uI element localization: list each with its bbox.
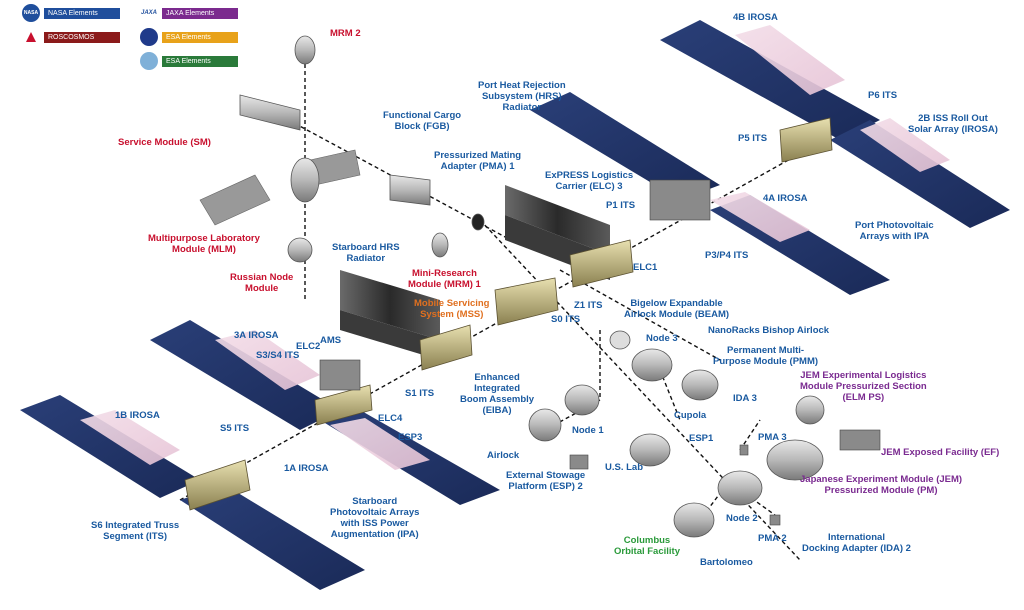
legend-esa-green: ESA Elements [140, 52, 238, 70]
legend-jaxa: JAXA JAXA Elements [140, 4, 238, 22]
solar-array-port-outer-1 [530, 92, 720, 200]
truss-segments [184, 117, 833, 511]
label-jem-pm: Japanese Experiment Module (JEM)Pressuri… [800, 474, 963, 496]
label-p1-its: P1 ITS [606, 200, 636, 211]
label-bartolomeo: Bartolomeo [700, 557, 753, 568]
label-esp3: ESP3 [398, 432, 423, 443]
label-p5-its: P5 ITS [738, 133, 768, 144]
nasa-logo-icon: NASA [22, 4, 40, 22]
label-jem-ef: JEM Exposed Facility (EF) [881, 447, 1000, 458]
label-pma2: PMA 2 [758, 533, 787, 544]
pressurized-modules [528, 330, 825, 538]
label-elc2: ELC2 [296, 341, 321, 352]
label-p3p4-its: P3/P4 ITS [705, 250, 749, 261]
label-p6-its: P6 ITS [868, 90, 898, 101]
label-esp1: ESP1 [689, 433, 714, 444]
solar-array-2b [830, 118, 1010, 228]
label-bishop: NanoRacks Bishop Airlock [708, 325, 830, 336]
label-mrm2: MRM 2 [330, 28, 361, 39]
small-parts [319, 179, 881, 526]
label-s0-its: S0 ITS [551, 314, 581, 325]
label-ams: AMS [320, 335, 342, 346]
legend-esa-label-2: ESA Elements [162, 55, 238, 67]
roscosmos-logo-icon [22, 28, 40, 46]
solar-array-1b [20, 395, 200, 498]
label-4b-irosa: 4B IROSA [733, 12, 778, 23]
solar-array-s6-lower [180, 485, 365, 590]
russian-modules [239, 35, 485, 263]
radiator-starboard-hrs [340, 270, 440, 360]
label-elc1: ELC1 [633, 262, 658, 273]
label-3a-irosa: 3A IROSA [234, 330, 279, 341]
label-us-lab: U.S. Lab [605, 462, 644, 473]
label-airlock: Airlock [487, 450, 520, 461]
legend-roscosmos: ROSCOSMOS Elements [22, 28, 120, 52]
solar-array-4a [710, 192, 890, 295]
label-ida3: IDA 3 [733, 393, 757, 404]
solar-array-3a [150, 320, 340, 430]
esa-e-logo-icon [140, 52, 158, 70]
label-cupola: Cupola [674, 410, 707, 421]
label-node3: Node 3 [646, 333, 678, 344]
label-z1-its: Z1 ITS [574, 300, 603, 311]
label-node1: Node 1 [572, 425, 604, 436]
legend-esa-label-1: ESA Elements [162, 31, 238, 43]
label-4a-irosa: 4A IROSA [763, 193, 808, 204]
jaxa-logo-icon: JAXA [140, 4, 158, 22]
legend-nasa-label: NASA Elements [44, 7, 120, 19]
label-1a-irosa: 1A IROSA [284, 463, 329, 474]
label-node2: Node 2 [726, 513, 758, 524]
label-s3s4-its: S3/S4 ITS [256, 350, 300, 361]
legend-nasa: NASA NASA Elements [22, 4, 120, 22]
label-s5-its: S5 ITS [220, 423, 250, 434]
russian-solar-panels [199, 149, 361, 226]
legend: NASA NASA Elements ROSCOSMOS Elements JA… [0, 0, 300, 70]
label-s1-its: S1 ITS [405, 388, 435, 399]
solar-array-1a [320, 410, 500, 505]
solar-array-4b [660, 20, 880, 140]
legend-esa-orange: ESA Elements [140, 28, 238, 46]
label-pmm: Permanent Multi-Purpose Module (PMM) [713, 345, 819, 367]
legend-jaxa-label: JAXA Elements [162, 7, 238, 19]
legend-roscosmos-label: ROSCOSMOS Elements [44, 31, 120, 52]
label-service-module: Service Module (SM) [118, 137, 211, 148]
label-1b-irosa: 1B IROSA [115, 410, 160, 421]
esa-logo-icon [140, 28, 158, 46]
label-pma3: PMA 3 [758, 432, 787, 443]
label-elc4: ELC4 [378, 413, 403, 424]
